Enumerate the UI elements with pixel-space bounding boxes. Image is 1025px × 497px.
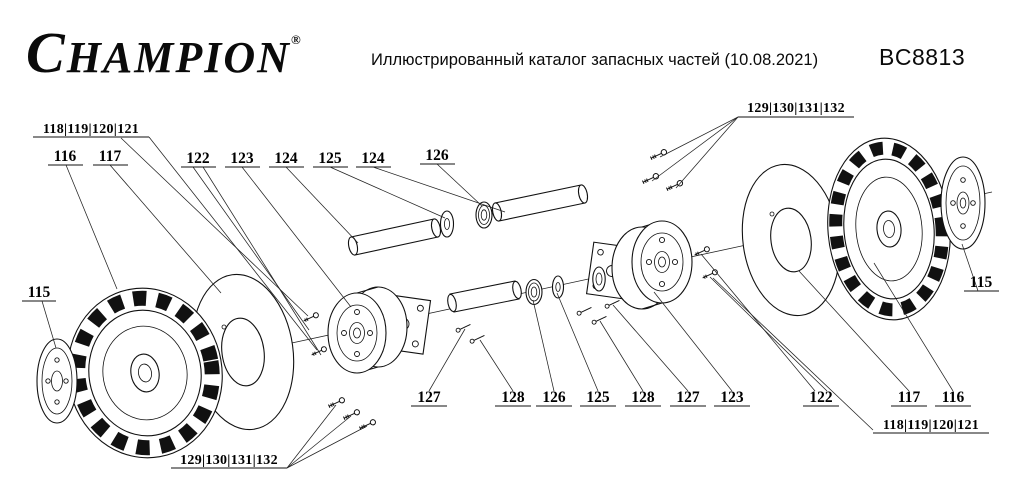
bolt-group-right-plate: [694, 246, 718, 279]
part-label-127b-bottom: 127: [676, 389, 700, 406]
bolt-icon: [342, 409, 360, 421]
right-inner-tube: [741, 163, 841, 317]
part-label-128-bottom: 128: [501, 389, 525, 406]
right-tire: [827, 137, 951, 321]
bolt-group-left-hub: [303, 312, 327, 356]
part-label-123-bottom: 123: [720, 389, 744, 406]
bolt-icon: [641, 173, 660, 185]
bolt-icon: [702, 269, 718, 279]
pin-icon: [604, 300, 620, 309]
axle-bearing-upper: [475, 201, 493, 229]
left-hub-drum: [327, 286, 408, 374]
part-label-118-121-top-left: 118|119|120|121: [43, 122, 139, 137]
bolt-group-top-right: [641, 149, 684, 192]
part-label-124b-top: 124: [361, 150, 385, 167]
part-label-127-bottom: 127: [417, 389, 441, 406]
pin-group: [455, 300, 620, 344]
pin-icon: [455, 324, 471, 333]
part-label-125-bottom: 125: [586, 389, 610, 406]
left-wheel-rim-half: [36, 338, 78, 424]
pin-icon: [576, 307, 592, 316]
axle-bearing-lower: [525, 278, 543, 306]
part-label-126-bottom: 126: [542, 389, 566, 406]
left-tire: [67, 287, 223, 459]
part-label-122-bottom: 122: [809, 389, 833, 406]
valve-stem-icon: [769, 211, 775, 217]
part-label-123-top: 123: [230, 150, 254, 167]
bolt-group-bottom-left: [327, 397, 376, 431]
part-label-115-right: 115: [970, 274, 993, 291]
part-label-116-top-left: 116: [54, 148, 77, 165]
axle-tube-upper-short: [347, 218, 442, 256]
axle-collar: [592, 266, 606, 292]
axle-washer-lower: [551, 275, 565, 299]
pin-icon: [591, 316, 607, 325]
bolt-icon: [665, 180, 684, 192]
right-wheel-rim-half: [940, 156, 986, 250]
part-label-129-132-top-right: 129|130|131|132: [747, 101, 845, 116]
right-hub-drum: [611, 220, 693, 310]
part-label-117-bottom: 117: [898, 389, 921, 406]
bolt-icon: [649, 149, 668, 161]
bolt-icon: [311, 346, 327, 356]
model-number: BC8813: [879, 44, 966, 70]
catalog-subtitle: Иллюстрированный каталог запасных частей…: [371, 51, 819, 69]
part-label-117-top-left: 117: [99, 148, 122, 165]
axle-tube-upper-long: [491, 184, 589, 222]
part-label-116-bottom: 116: [942, 389, 965, 406]
valve-stem-icon: [221, 324, 227, 330]
bolt-icon: [327, 397, 345, 409]
part-label-124-top: 124: [274, 150, 298, 167]
registered-trademark-icon: ®: [290, 32, 301, 47]
pin-icon: [469, 335, 485, 344]
axle-tube-lower: [447, 280, 522, 313]
part-label-129-132-bottom: 129|130|131|132: [180, 453, 278, 468]
axle-washer-upper: [439, 210, 455, 238]
leader-lines: [41, 116, 979, 469]
part-label-115-left: 115: [28, 284, 51, 301]
bolt-icon: [303, 312, 319, 322]
part-label-128b-bottom: 128: [631, 389, 655, 406]
champion-logo: CHAMPION®: [26, 10, 301, 88]
bolt-icon: [694, 246, 710, 256]
part-labels: 118|119|120|121 116 117 122 123 124 125 …: [28, 101, 993, 468]
part-label-122-top: 122: [186, 150, 210, 167]
part-label-118-121-bottom-right: 118|119|120|121: [883, 418, 979, 433]
part-label-126-top: 126: [425, 147, 449, 164]
part-label-125-top: 125: [318, 150, 342, 167]
